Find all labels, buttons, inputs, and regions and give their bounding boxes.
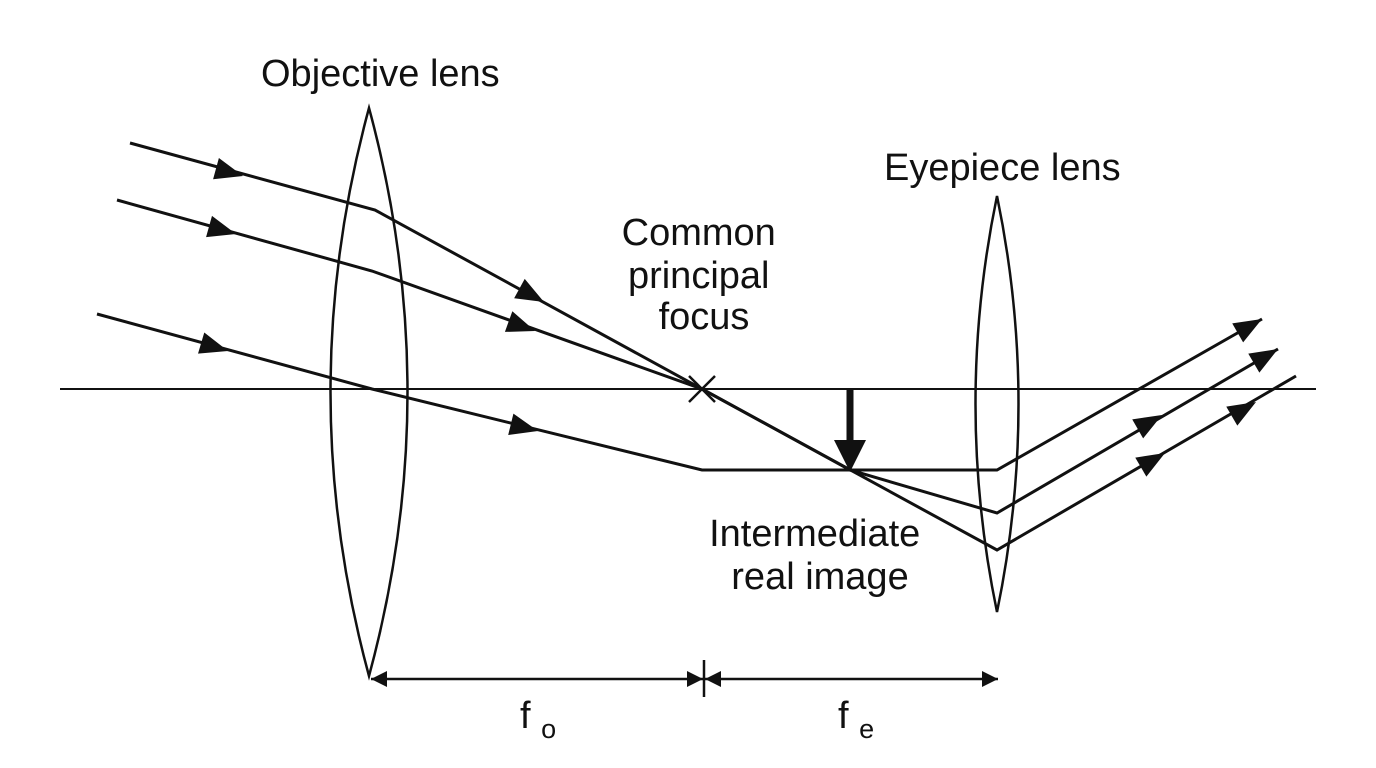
focus-marker-icon	[688, 375, 716, 403]
fo-symbol: f	[520, 695, 531, 737]
fo-subscript: o	[541, 714, 556, 744]
ray-arrow	[514, 278, 544, 302]
objective-lens	[329, 103, 409, 681]
light-rays	[96, 141, 1297, 552]
fe-subscript: e	[859, 714, 874, 744]
eyepiece-lens-label: Eyepiece lens	[884, 147, 1121, 189]
common-focus-label: Common principal focus	[622, 212, 787, 338]
intermediate-image-line: Intermediate	[709, 513, 920, 555]
ray-arrow	[1232, 319, 1262, 343]
ray-arrow	[198, 332, 228, 354]
ray-arrow	[1132, 415, 1162, 439]
ray-arrows	[198, 158, 1278, 477]
ray-arrow	[1135, 453, 1165, 477]
ray-arrow	[1248, 349, 1278, 373]
fo-label: f o	[520, 695, 556, 744]
objective-lens-label: Objective lens	[261, 53, 500, 95]
ray-middle	[116, 198, 1279, 515]
intermediate-image-line: real image	[731, 556, 908, 598]
intermediate-image-label: Intermediate real image	[709, 513, 931, 598]
fe-label: f e	[838, 695, 874, 744]
ray-arrow	[213, 158, 243, 180]
fe-symbol: f	[838, 695, 849, 737]
ray-bottom	[96, 312, 1263, 472]
ray-arrow	[504, 311, 535, 332]
common-focus-line: principal	[628, 255, 770, 297]
eyepiece-lens	[974, 195, 1020, 613]
common-focus-line: Common	[622, 212, 776, 254]
ray-arrow	[206, 215, 236, 238]
ray-arrow	[508, 413, 538, 436]
common-focus-line: focus	[659, 296, 750, 338]
ray-top	[129, 141, 1297, 552]
intermediate-image-arrow	[834, 389, 866, 472]
focal-length-dimensions	[371, 660, 998, 697]
ray-arrow	[1226, 402, 1256, 426]
